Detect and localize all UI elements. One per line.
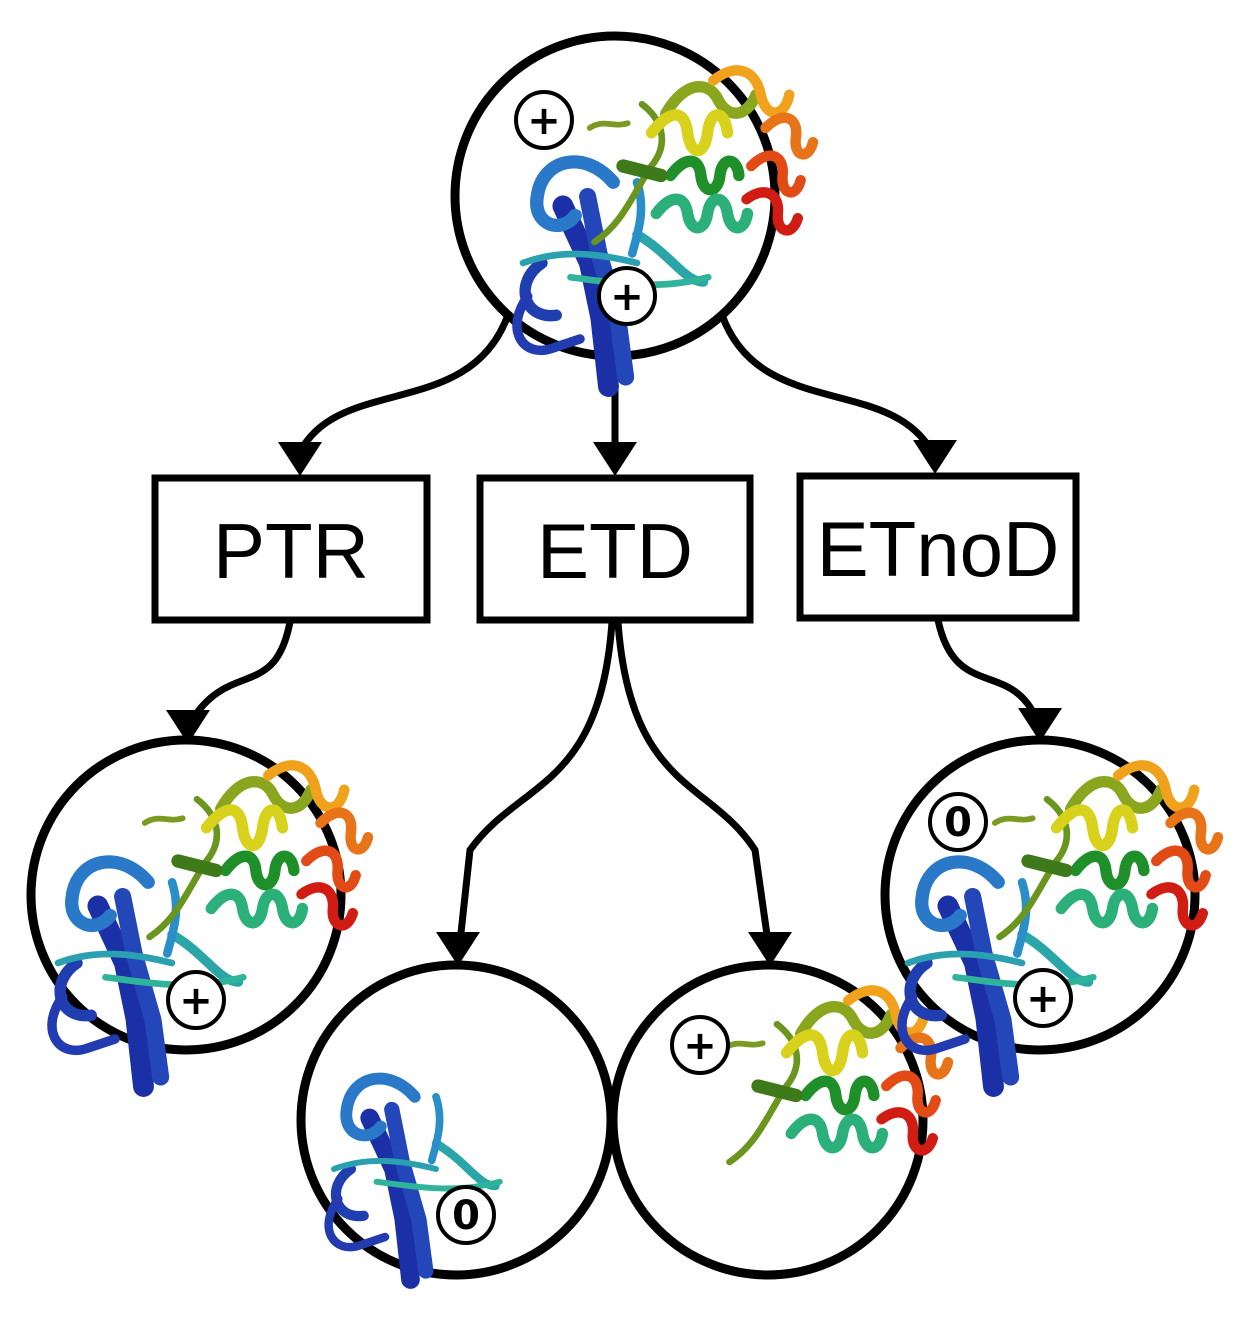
arrow-icon <box>436 932 480 966</box>
charge-label: + <box>683 1023 717 1069</box>
box-ptr: PTR <box>151 474 431 624</box>
method-label-etd: ETD <box>537 507 693 595</box>
arrow-icon <box>1018 708 1062 742</box>
charge-badge: + <box>1013 968 1073 1028</box>
arrow-icon <box>593 442 637 476</box>
charge-label: + <box>179 978 213 1024</box>
box-etnod-outline <box>796 472 1080 622</box>
charge-badge: + <box>597 266 657 326</box>
edge-ptr-to-product <box>166 618 294 744</box>
method-label-ptr: PTR <box>213 507 369 595</box>
box-etd-outline <box>476 474 754 624</box>
node-etnod-product: 0 + <box>880 735 1218 1087</box>
node-etd-c-fragment: + <box>608 960 948 1280</box>
method-label-etnod: ETnoD <box>817 505 1060 593</box>
box-etd: ETD <box>476 474 754 624</box>
box-etnod: ETnoD <box>796 472 1080 622</box>
node-ptr-product: + <box>26 735 368 1087</box>
edge-etnod-to-product <box>934 616 1062 742</box>
charge-badge: 0 <box>436 1185 496 1245</box>
charge-label: + <box>527 98 561 144</box>
box-ptr-outline <box>151 474 431 624</box>
arrow-icon <box>166 710 210 744</box>
node-precursor: + + <box>450 31 813 387</box>
edge-line <box>456 618 616 946</box>
edge-line <box>934 616 1040 722</box>
arrow-icon <box>278 442 322 476</box>
charge-badge: + <box>514 90 574 150</box>
charge-badge: 0 <box>928 792 988 852</box>
edge-line <box>188 618 294 724</box>
charge-label: 0 <box>944 800 972 846</box>
arrow-icon <box>913 440 957 474</box>
edge-line <box>614 618 772 946</box>
charge-label: + <box>610 274 644 320</box>
arrow-icon <box>748 932 792 966</box>
edge-line <box>296 311 512 456</box>
edge-etd-to-c-fragment <box>614 618 792 966</box>
edge-precursor-to-etnod <box>718 311 957 474</box>
charge-label: 0 <box>452 1193 480 1239</box>
edge-layer <box>166 311 1062 966</box>
edge-line <box>718 311 936 456</box>
charge-badge: + <box>166 970 226 1030</box>
charge-badge: + <box>670 1015 730 1075</box>
edge-etd-to-n-fragment <box>436 618 616 966</box>
charge-label: + <box>1026 976 1060 1022</box>
node-etd-n-fragment: 0 <box>296 960 616 1280</box>
edge-precursor-to-ptr <box>278 311 512 476</box>
